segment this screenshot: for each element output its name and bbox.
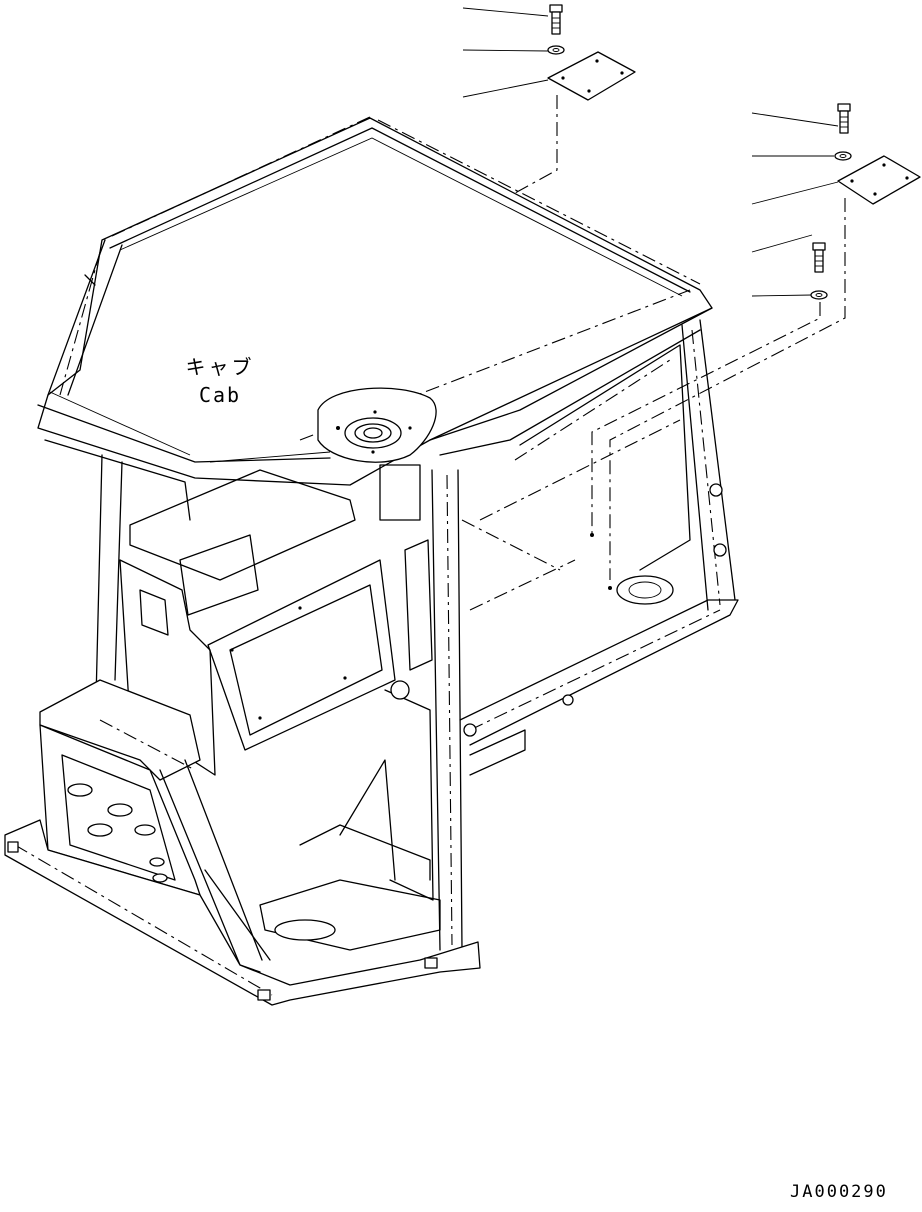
bolt-icon-right-lower (812, 242, 826, 273)
washer-icon-right-upper (834, 151, 852, 161)
roof-mount-boss (317, 387, 437, 463)
seat-support-panel (119, 469, 396, 776)
rear-window-frame (514, 344, 691, 605)
washer-icon-top-left (547, 45, 565, 55)
cab-roof (37, 115, 713, 521)
cab-base-plate (4, 819, 481, 1006)
drawing-number: JA000290 (790, 1182, 888, 1202)
cover-plate-icon-right (837, 155, 921, 205)
cab-right-pillar (681, 319, 736, 611)
cab-floor-frame (459, 599, 739, 776)
hidden-edge-lines (99, 419, 681, 771)
cover-plate-icon-top-left (547, 51, 636, 101)
cab-center-pillar (431, 469, 463, 951)
cab-label-japanese: キャブ (185, 355, 255, 379)
cab-label-english: Cab (198, 383, 242, 407)
leader-lines (462, 7, 839, 297)
bolt-icon-right-upper (837, 103, 851, 134)
inner-pillar-structure (339, 464, 434, 901)
bolt-icon-top-left (549, 4, 563, 35)
washer-icon-right-lower (810, 290, 828, 300)
left-console-box (39, 679, 201, 896)
